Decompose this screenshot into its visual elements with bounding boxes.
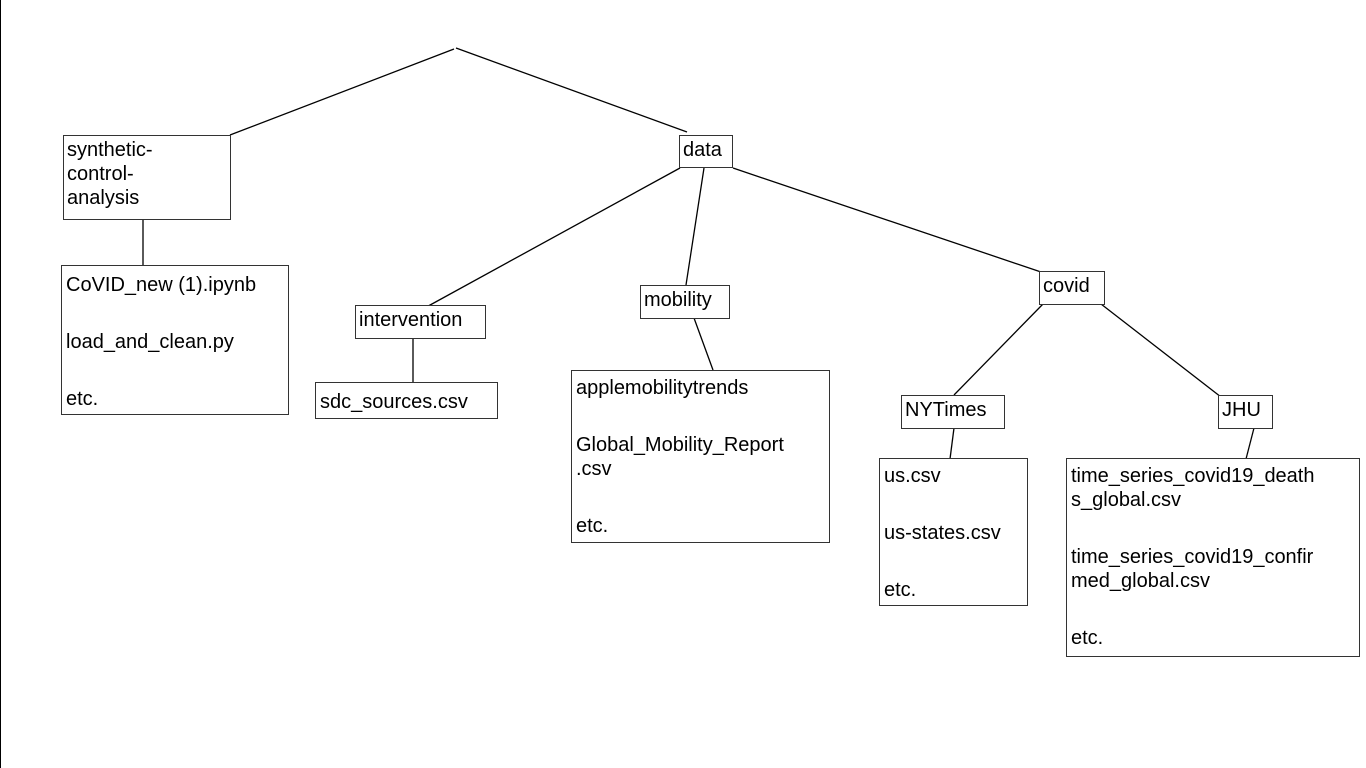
folder-label-line: control- [67, 163, 134, 185]
file-name: us-states.csv [884, 522, 1001, 544]
file-name: CoVID_new (1).ipynb [66, 274, 257, 296]
file-name: time_series_covid19_confir med_global.cs… [1071, 546, 1314, 592]
folder-jhu: JHU [1218, 395, 1273, 429]
file-item: load_and_clean.py [66, 330, 284, 354]
folder-label: data [683, 139, 722, 161]
file-item: etc. [1071, 626, 1355, 650]
folder-label-line: analysis [67, 187, 140, 209]
file-item: us-states.csv [884, 521, 1023, 545]
file-name: etc. [66, 388, 99, 410]
files-synthetic-control-analysis: CoVID_new (1).ipynb load_and_clean.py et… [61, 265, 289, 415]
folder-nytimes: NYTimes [901, 395, 1005, 429]
file-item: us.csv [884, 464, 1023, 488]
file-name: etc. [1071, 627, 1104, 649]
file-item: etc. [576, 514, 825, 538]
file-name: etc. [576, 515, 609, 537]
edge-jhu-files [1245, 427, 1255, 460]
edge-mobility-files [693, 317, 714, 371]
folder-label-line: synthetic- [67, 139, 153, 161]
file-item: time_series_covid19_death s_global.csv [1071, 464, 1355, 512]
edge-nytimes-files [949, 427, 955, 460]
edge-covid-nytimes [953, 303, 1044, 396]
file-name: time_series_covid19_death s_global.csv [1071, 465, 1315, 511]
folder-label: intervention [359, 309, 463, 331]
edge-root-synthetic [229, 48, 455, 136]
files-jhu: time_series_covid19_death s_global.csv t… [1066, 458, 1360, 657]
folder-data: data [679, 135, 733, 168]
file-name: etc. [884, 579, 917, 601]
folder-covid: covid [1039, 271, 1105, 305]
file-name: sdc_sources.csv [320, 391, 468, 413]
folder-mobility: mobility [640, 285, 730, 319]
edge-data-mobility [685, 167, 705, 286]
files-intervention: sdc_sources.csv [315, 382, 498, 419]
folder-intervention: intervention [355, 305, 486, 339]
file-item: sdc_sources.csv [320, 390, 493, 414]
file-item: Global_Mobility_Report .csv [576, 433, 825, 481]
files-nytimes: us.csv us-states.csv etc. [879, 458, 1028, 606]
file-name: Global_Mobility_Report .csv [576, 434, 784, 480]
edge-data-intervention [420, 167, 681, 311]
folder-label: NYTimes [905, 399, 987, 421]
file-name: load_and_clean.py [66, 331, 234, 353]
folder-label: mobility [644, 289, 712, 311]
file-name: applemobilitytrends [576, 377, 749, 399]
folder-label: JHU [1222, 399, 1261, 421]
folder-synthetic-control-analysis: synthetic- control- analysis [63, 135, 231, 220]
file-item: etc. [66, 387, 284, 411]
edge-root-data [455, 47, 688, 133]
file-item: CoVID_new (1).ipynb [66, 273, 284, 297]
file-item: applemobilitytrends [576, 376, 825, 400]
edge-covid-jhu [1100, 303, 1222, 398]
folder-label: covid [1043, 275, 1090, 297]
file-name: us.csv [884, 465, 941, 487]
file-item: time_series_covid19_confir med_global.cs… [1071, 545, 1355, 593]
edge-data-covid [732, 167, 1042, 273]
file-item: etc. [884, 578, 1023, 602]
files-mobility: applemobilitytrends Global_Mobility_Repo… [571, 370, 830, 543]
